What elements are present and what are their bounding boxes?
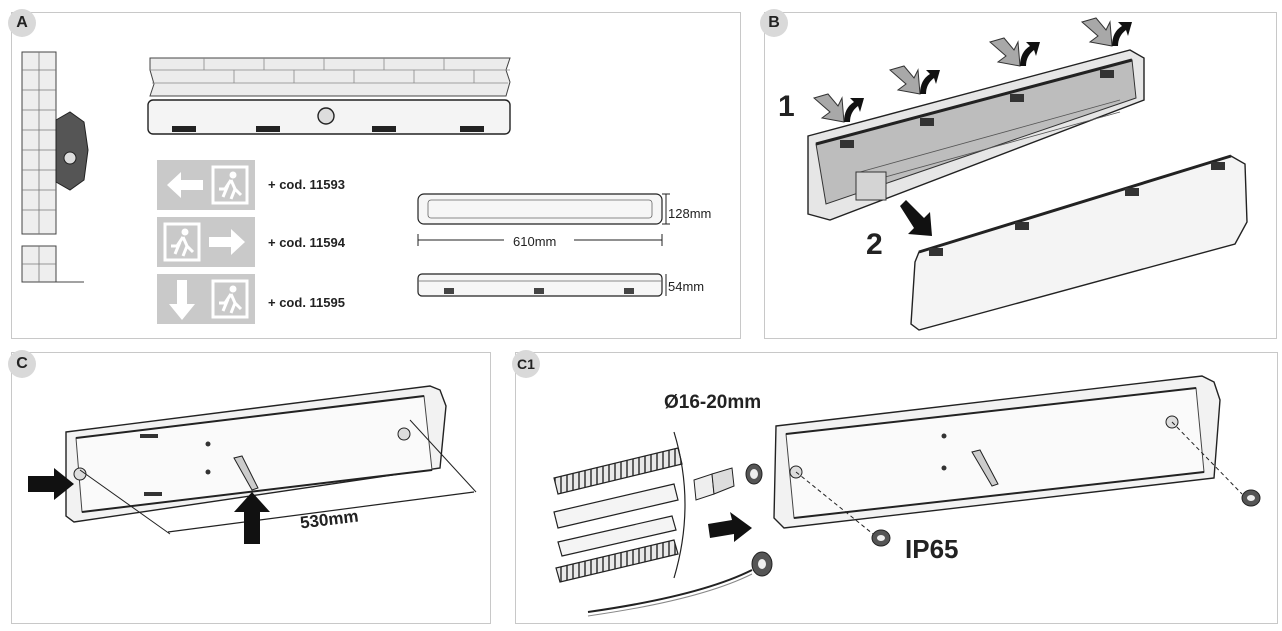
base-tray-c1 (773, 375, 1243, 539)
exit-sign-right (157, 217, 255, 267)
arrow-left-icon (167, 172, 203, 198)
ip65-label: IP65 (905, 534, 959, 564)
dimension-height: 128mm (668, 206, 712, 221)
arrow-down-icon (169, 280, 195, 320)
insert-arrow-icon (708, 512, 752, 542)
panel-a-badge: A (8, 9, 36, 37)
exit-sign-down (157, 274, 255, 324)
running-man-icon (211, 165, 249, 205)
wall-mount-front-view (147, 57, 511, 135)
panel-c1-badge: C1 (512, 350, 540, 378)
panel-b-badge: B (760, 9, 788, 37)
step-number-1: 1 (778, 90, 795, 123)
luminaire-cover-removed (910, 154, 1248, 331)
luminaire-side-dimension (417, 273, 667, 297)
code-label-2: + cod. 11594 (268, 235, 345, 250)
base-tray-c (65, 385, 447, 523)
dimension-depth: 54mm (668, 279, 705, 294)
grommet-icon (871, 529, 891, 547)
luminaire-body-open (807, 49, 1145, 221)
grommet-icon (1241, 489, 1261, 507)
running-man-icon (211, 279, 249, 319)
wall-side-view (21, 51, 89, 283)
press-arrows-group (812, 17, 1132, 123)
conduit-pipes (553, 431, 686, 583)
code-label-1: + cod. 11593 (268, 177, 345, 192)
diameter-label: Ø16-20mm (664, 392, 762, 413)
dimension-line-530 (79, 419, 477, 535)
push-arrow-left-icon (28, 468, 74, 500)
arrow-right-icon (209, 229, 245, 255)
step-number-2: 2 (866, 228, 883, 261)
gland-fitting (693, 463, 763, 501)
exit-sign-left (157, 160, 255, 210)
dimension-width: 610mm (513, 234, 557, 249)
push-arrow-up-icon (234, 492, 270, 544)
luminaire-front-dimension (417, 193, 670, 246)
running-man-icon (163, 222, 201, 262)
cable-with-grommet (587, 551, 773, 617)
panel-c-badge: C (8, 350, 36, 378)
code-label-3: + cod. 11595 (268, 295, 345, 310)
pull-arrow-icon (900, 200, 932, 236)
